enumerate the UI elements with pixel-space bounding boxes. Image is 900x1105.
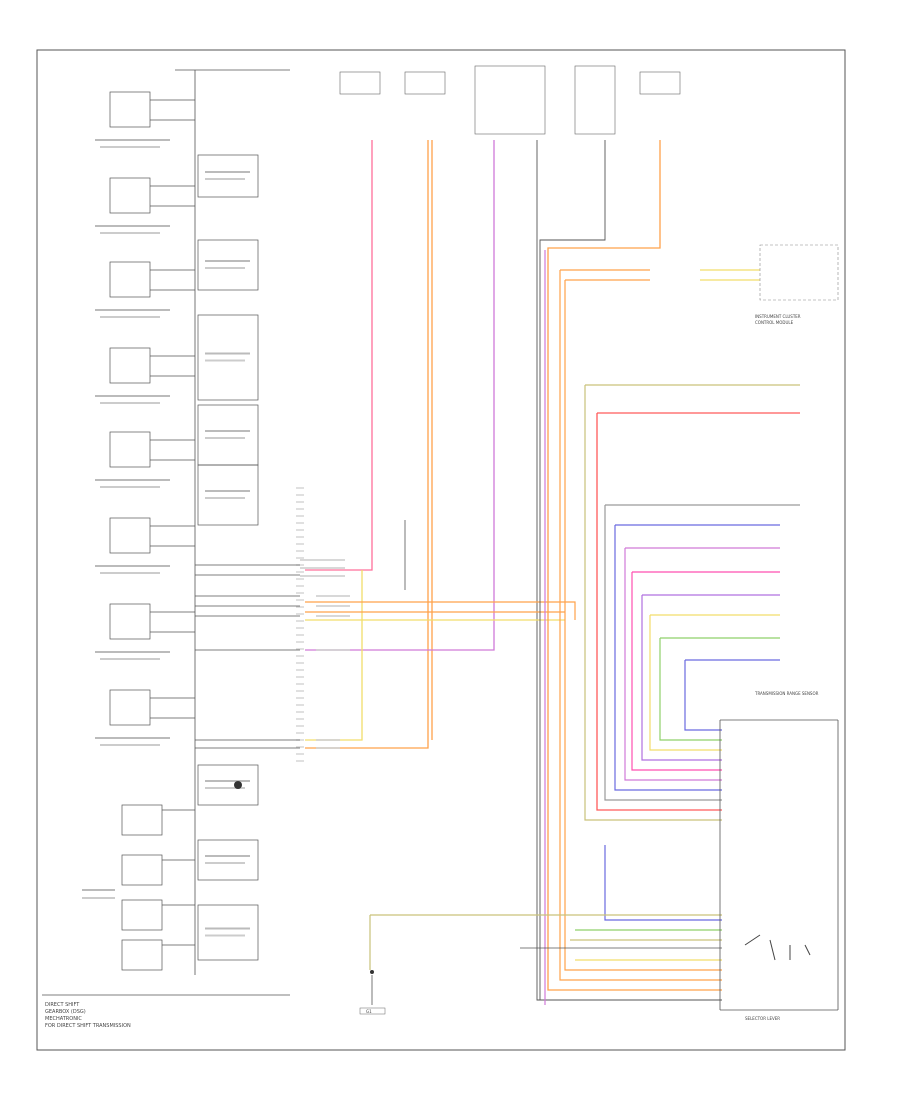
switch-group	[197, 154, 259, 961]
solenoid-valve-box	[109, 347, 151, 384]
left-block-label-line: DIRECT SHIFT	[45, 1002, 80, 1008]
instrument-cluster-group: INSTRUMENT CLUSTER CONTROL MODULE	[755, 244, 839, 325]
control-module-box	[474, 65, 546, 135]
left-block-label: DIRECT SHIFT GEARBOX (DSG) MECHATRONIC F…	[45, 1002, 131, 1029]
range-wire	[649, 615, 722, 751]
speed-sensor-box	[121, 899, 163, 931]
fuse-panel-group	[339, 65, 681, 135]
solenoid-valve-box	[109, 517, 151, 554]
solenoid-valve-box	[109, 689, 151, 726]
instrument-wire	[559, 270, 722, 981]
wire-group	[195, 140, 800, 1005]
left-block-label-line: FOR DIRECT SHIFT TRANSMISSION	[45, 1023, 131, 1029]
switch-box	[197, 839, 259, 881]
fuse-box	[574, 65, 616, 135]
ground-symbol: G1	[359, 970, 386, 1015]
temp-sensor-symbol	[234, 781, 242, 789]
solenoid-valve-box	[109, 431, 151, 468]
solenoid-valve-box	[109, 603, 151, 640]
instrument-wire	[564, 280, 722, 971]
power-wire	[539, 140, 606, 1000]
instrument-cluster-label: INSTRUMENT CLUSTER	[755, 314, 801, 319]
switch-box	[197, 239, 259, 291]
power-feed-wire	[305, 140, 429, 749]
selector-wire	[584, 385, 722, 821]
signal-wire	[305, 601, 576, 620]
range-wire	[684, 660, 722, 731]
instrument-cluster-box	[759, 244, 839, 301]
speed-sensor-box	[121, 854, 163, 886]
selector-lever-label: SELECTOR LEVER	[745, 1016, 780, 1021]
ground-terminal	[359, 1007, 386, 1015]
speed-sensor-box	[121, 939, 163, 971]
fuse-box	[339, 71, 381, 95]
switch-box	[197, 904, 259, 961]
selector-wire	[596, 413, 722, 811]
switch-box	[197, 314, 259, 401]
left-block-label-line: GEARBOX (DSG)	[45, 1009, 86, 1015]
power-wire	[547, 140, 722, 991]
range-wire	[641, 595, 722, 761]
switch-box	[197, 464, 259, 526]
speed-sensor-box	[121, 804, 163, 836]
transmission-range-sensor-label: TRANSMISSION RANGE SENSOR	[754, 691, 819, 696]
range-wire	[604, 505, 722, 801]
left-block-label-line: MECHATRONIC	[45, 1016, 82, 1022]
switch-box	[197, 404, 259, 466]
ground-splice-dot	[370, 970, 374, 974]
range-wire	[659, 638, 722, 741]
ground-feed-wire	[536, 140, 722, 1001]
solenoid-valve-box	[109, 177, 151, 214]
connector-pin-column	[296, 487, 304, 762]
solenoid-valve-group	[95, 91, 195, 746]
fuse-box	[404, 71, 446, 95]
instrument-cluster-label: CONTROL MODULE	[755, 320, 794, 325]
range-wire	[614, 525, 722, 791]
fuse-box	[639, 71, 681, 95]
selector-switch-symbol	[744, 934, 811, 961]
diagram-border	[36, 49, 846, 1051]
selector-lever-wire	[604, 845, 722, 921]
ground-label: G1	[366, 1009, 372, 1014]
can-wire	[305, 140, 495, 651]
power-feed-wire	[305, 140, 373, 571]
range-wire	[631, 572, 722, 771]
range-wire	[624, 548, 722, 781]
solenoid-valve-box	[109, 261, 151, 298]
transmission-range-sensor-group: TRANSMISSION RANGE SENSOR SELECTOR LEVER	[719, 691, 839, 1021]
solenoid-valve-box	[109, 91, 151, 128]
switch-box	[197, 764, 259, 806]
speed-sensor-group	[82, 804, 195, 971]
switch-box	[197, 154, 259, 198]
